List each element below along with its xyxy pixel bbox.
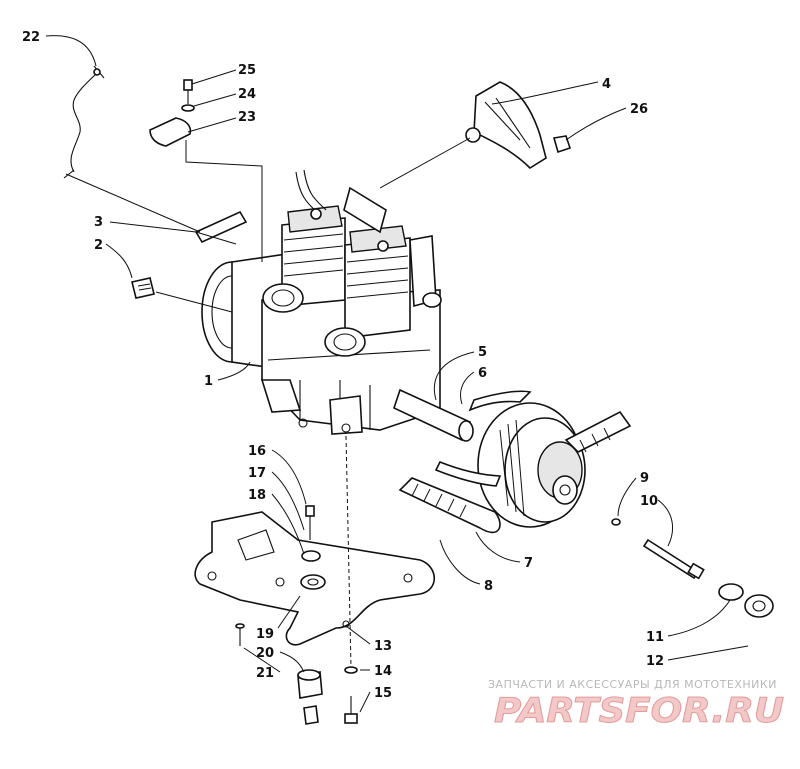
bolt-spacer-stack <box>300 505 326 590</box>
decal-strip <box>194 210 248 244</box>
crankshaft-stub <box>393 388 474 442</box>
engine-assembly <box>201 169 442 435</box>
callout-11: 11 <box>646 630 664 645</box>
callout-17: 17 <box>248 466 266 481</box>
callout-21: 21 <box>256 666 274 681</box>
callout-20: 20 <box>256 646 274 661</box>
clutch-bolt-stack <box>611 518 774 618</box>
callout-3: 3 <box>94 215 103 230</box>
callout-2: 2 <box>94 238 103 253</box>
bolt-washer-plate <box>149 79 195 147</box>
callout-18: 18 <box>248 488 266 503</box>
callout-16: 16 <box>248 444 266 459</box>
lower-bolt <box>344 666 358 724</box>
callout-8: 8 <box>484 579 493 594</box>
callout-14: 14 <box>374 664 392 679</box>
watermark-tagline: ЗАПЧАСТИ И АКСЕССУАРЫ ДЛЯ МОТОТЕХНИКИ <box>488 678 777 691</box>
callout-6: 6 <box>478 366 487 381</box>
mount-bracket-small <box>131 277 155 299</box>
callout-9: 9 <box>640 471 649 486</box>
callout-7: 7 <box>524 556 533 571</box>
cover-plate <box>465 81 547 170</box>
callout-13: 13 <box>374 639 392 654</box>
wiring-harness <box>63 65 105 179</box>
callout-24: 24 <box>238 87 256 102</box>
callout-23: 23 <box>238 110 256 125</box>
callout-4: 4 <box>602 77 611 92</box>
callout-numbers: 22 25 24 23 4 26 3 2 1 5 6 16 17 18 9 10… <box>22 30 664 701</box>
alignment-line <box>345 435 352 669</box>
callout-15: 15 <box>374 686 392 701</box>
leader-lines <box>45 35 749 713</box>
drive-clutch <box>477 402 586 528</box>
callout-10: 10 <box>640 494 658 509</box>
drive-belt <box>398 390 632 534</box>
callout-22: 22 <box>22 30 40 45</box>
watermark-logo: PARTSFOR.RU <box>494 691 784 731</box>
callout-1: 1 <box>204 374 213 389</box>
callout-26: 26 <box>630 102 648 117</box>
isolator-mount <box>235 623 323 725</box>
callout-12: 12 <box>646 654 664 669</box>
callout-5: 5 <box>478 345 487 360</box>
callout-19: 19 <box>256 627 274 642</box>
watermark: ЗАПЧАСТИ И АКСЕССУАРЫ ДЛЯ МОТОТЕХНИКИ PA… <box>488 678 785 732</box>
callout-25: 25 <box>238 63 256 78</box>
